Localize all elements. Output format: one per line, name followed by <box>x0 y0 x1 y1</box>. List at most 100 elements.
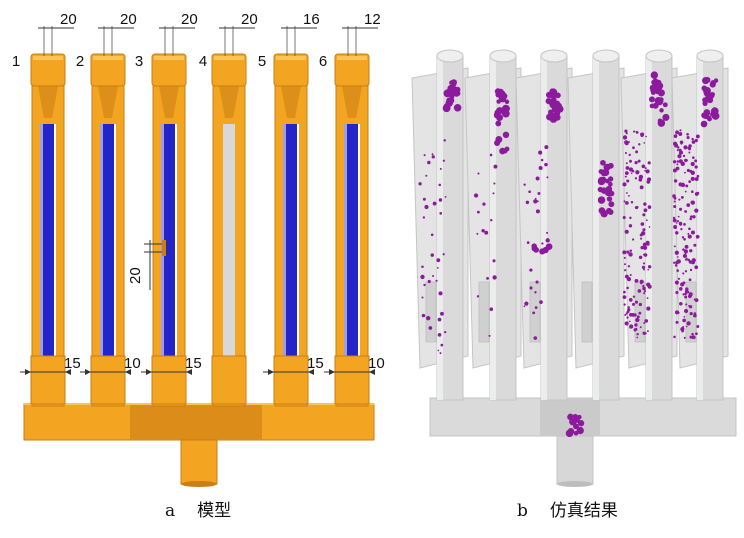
porosity-dot <box>625 192 628 194</box>
porosity-dot <box>418 182 422 186</box>
bottom-dimension-label: 10 <box>368 355 385 372</box>
porosity-dot <box>497 88 504 96</box>
porosity-dot <box>623 256 626 259</box>
porosity-dot <box>683 336 686 339</box>
porosity-dot <box>645 135 647 138</box>
porosity-dot <box>628 298 633 302</box>
porosity-dot <box>505 106 510 111</box>
porosity-dot <box>702 77 710 85</box>
porosity-dot <box>650 71 659 79</box>
porosity-dot <box>694 165 698 169</box>
porosity-dot <box>636 332 639 336</box>
porosity-dot <box>692 156 695 159</box>
porosity-dot <box>624 129 628 133</box>
porosity-dot <box>687 234 692 239</box>
porosity-dot <box>685 287 689 291</box>
porosity-dot <box>495 120 502 127</box>
porosity-dot <box>546 231 549 234</box>
porosity-dot <box>634 177 638 180</box>
porosity-dot <box>628 153 631 157</box>
porosity-dot <box>432 201 437 206</box>
porosity-dot <box>625 132 628 135</box>
porosity-dot <box>684 158 688 163</box>
porosity-dot <box>647 268 650 271</box>
porosity-dot <box>549 88 555 94</box>
porosity-dot <box>684 295 687 299</box>
porosity-dot <box>647 284 652 289</box>
model-base <box>23 403 375 487</box>
porosity-dot <box>679 207 683 211</box>
porosity-dot <box>643 268 645 271</box>
porosity-dot <box>682 154 686 158</box>
porosity-dot <box>627 265 631 268</box>
porosity-dot <box>659 108 664 113</box>
porosity-dot <box>623 303 626 306</box>
porosity-dot <box>635 130 638 133</box>
porosity-dot <box>624 274 629 279</box>
porosity-dot <box>625 312 628 315</box>
porosity-dot <box>539 300 543 304</box>
porosity-dot <box>443 139 446 142</box>
porosity-dot <box>678 159 683 164</box>
porosity-dot <box>673 225 678 229</box>
porosity-dot <box>635 150 639 154</box>
porosity-dot <box>652 102 659 109</box>
porosity-dot <box>627 140 630 144</box>
porosity-dot <box>602 169 610 176</box>
porosity-dot <box>689 335 693 339</box>
porosity-dot <box>672 168 677 173</box>
porosity-dot <box>484 230 489 235</box>
model-cylinders <box>30 53 370 407</box>
sim-cylinder-4 <box>567 49 625 401</box>
porosity-dot <box>646 169 650 172</box>
porosity-dot <box>442 159 445 162</box>
porosity-dot <box>637 289 642 293</box>
porosity-dot <box>657 118 663 123</box>
porosity-dot <box>685 303 688 306</box>
porosity-dot <box>684 171 686 174</box>
porosity-dot <box>689 169 693 173</box>
porosity-dot <box>504 99 510 105</box>
porosity-dot <box>684 309 689 314</box>
porosity-dot <box>673 196 677 200</box>
porosity-dot <box>647 161 651 165</box>
porosity-dot <box>673 134 678 138</box>
porosity-dot <box>600 159 606 166</box>
porosity-dot <box>686 203 691 208</box>
porosity-dot <box>542 246 549 254</box>
porosity-dot <box>546 176 549 179</box>
porosity-dot <box>642 245 648 250</box>
simulation-result <box>411 49 737 487</box>
porosity-dot <box>435 279 438 282</box>
porosity-dot <box>639 233 643 237</box>
porosity-dot <box>625 162 628 165</box>
porosity-dot <box>637 159 641 163</box>
porosity-dot <box>684 270 688 273</box>
porosity-dot <box>493 182 496 185</box>
porosity-dot <box>713 78 719 83</box>
porosity-dot <box>674 250 679 255</box>
porosity-dot <box>631 238 635 241</box>
porosity-dot <box>673 200 676 203</box>
porosity-dot <box>676 220 680 223</box>
porosity-dot <box>651 79 657 86</box>
top-dimension-label: 20 <box>241 11 258 28</box>
porosity-dot <box>524 301 529 306</box>
porosity-dot <box>678 132 683 136</box>
porosity-dot <box>629 324 634 329</box>
porosity-dot <box>477 172 480 175</box>
porosity-dot <box>622 295 627 299</box>
porosity-dot <box>444 330 447 334</box>
simulation-cylinders <box>411 49 729 401</box>
top-dimension-label: 20 <box>60 11 77 28</box>
porosity-dot <box>688 227 691 231</box>
porosity-dot <box>629 313 633 317</box>
porosity-dot <box>486 276 489 280</box>
porosity-dot <box>646 242 650 246</box>
porosity-dot <box>436 267 439 269</box>
porosity-dot <box>528 190 531 194</box>
porosity-dot <box>688 151 691 154</box>
model-cylinder-3 <box>151 53 187 407</box>
porosity-dot <box>690 200 694 205</box>
porosity-dot <box>632 295 636 298</box>
